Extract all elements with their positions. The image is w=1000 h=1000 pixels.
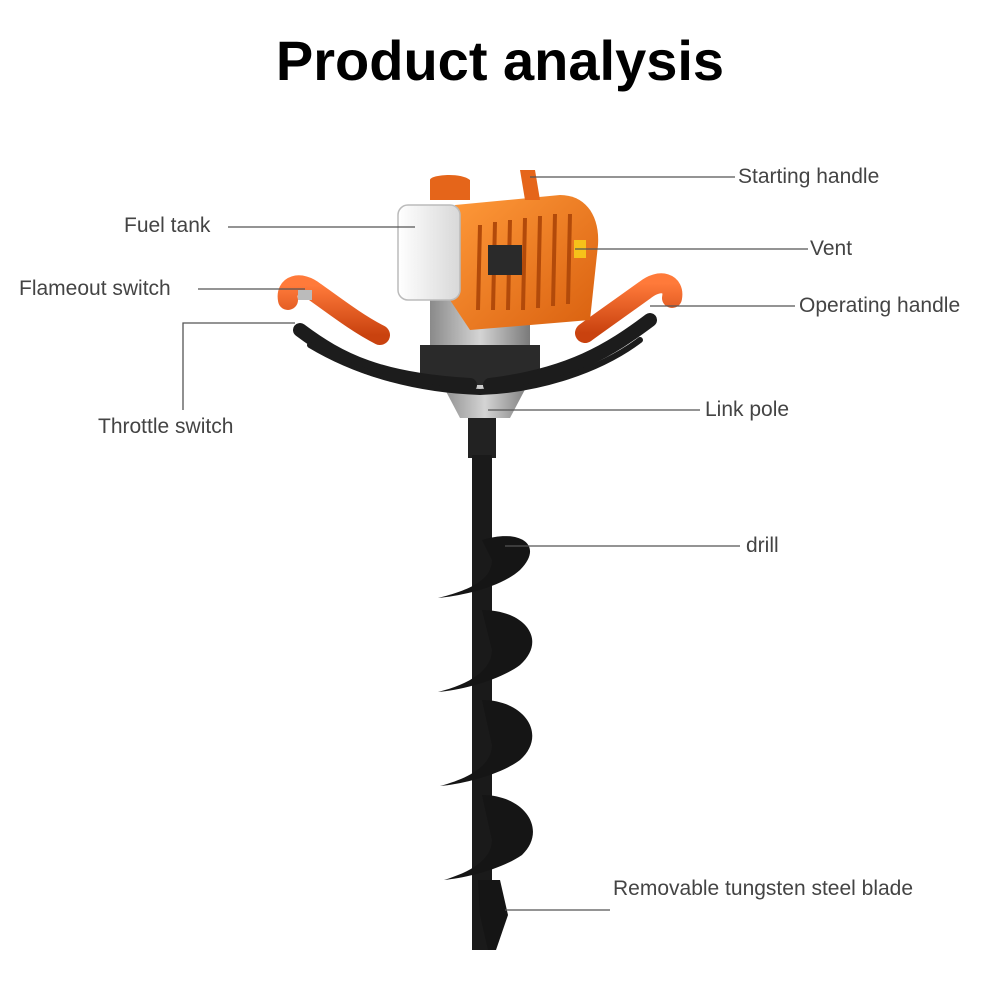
label-fuel-tank: Fuel tank (124, 214, 211, 237)
label-link-pole: Link pole (705, 398, 790, 421)
label-operating-handle: Operating handle (799, 294, 961, 317)
fuel-tank-part (397, 204, 461, 301)
label-vent: Vent (810, 237, 853, 260)
auger-flights (438, 536, 533, 950)
label-flameout-switch: Flameout switch (19, 277, 171, 300)
label-drill: drill (746, 534, 779, 557)
label-starting-handle: Starting handle (738, 165, 880, 188)
flameout-switch-part (298, 290, 312, 300)
handlebar-frame (293, 313, 657, 396)
page-title: Product analysis (275, 29, 725, 92)
leader-lines (182, 176, 808, 911)
label-throttle-switch: Throttle switch (98, 415, 234, 438)
engine (430, 170, 599, 330)
label-blade: Removable tungsten steel blade (613, 877, 914, 900)
